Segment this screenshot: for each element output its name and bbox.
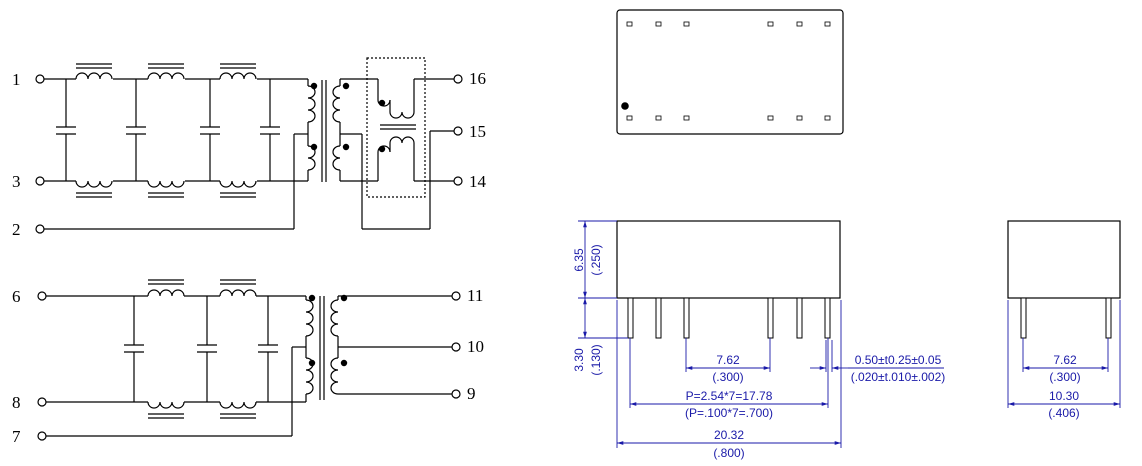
pin-9-terminal <box>451 389 461 399</box>
pin1-marker-dot <box>621 102 629 110</box>
capacitor <box>260 79 280 181</box>
lower-filter-circuit <box>37 279 461 441</box>
pin-label: 3 <box>12 172 21 191</box>
pin-label: 16 <box>469 69 486 88</box>
dim-row-spacing-inch: (.300) <box>712 370 743 384</box>
dim-pin-size-inch: (.020±t.010±.002) <box>851 370 946 384</box>
dim-pin-length-mm: 3.30 <box>572 348 586 372</box>
dimension-lines <box>578 220 1121 448</box>
pin-6-terminal <box>37 291 47 301</box>
pin-10-terminal <box>451 342 461 352</box>
pin-8-terminal <box>37 397 47 407</box>
package-top-view <box>616 9 844 135</box>
dim-pitch-inch: (P=.100*7=.700) <box>685 406 773 420</box>
pin-7-terminal <box>37 431 47 441</box>
capacitor <box>200 79 220 181</box>
pin-14-terminal <box>453 176 463 186</box>
package-front-view <box>616 220 841 339</box>
pin-label: 10 <box>467 337 484 356</box>
pin-label: 15 <box>469 122 486 141</box>
capacitor <box>197 296 217 402</box>
capacitor <box>124 296 144 402</box>
dim-pitch-mm: P=2.54*7=17.78 <box>686 389 773 403</box>
dim-length-inch: (.800) <box>713 446 744 460</box>
dim-width-mm: 10.30 <box>1049 389 1079 403</box>
dim-height-mm: 6.35 <box>572 248 586 272</box>
upper-filter-circuit <box>35 57 463 234</box>
dim-pin-size-mm: 0.50±t0.25±0.05 <box>855 353 942 367</box>
pin-label: 14 <box>469 172 487 191</box>
output-choke <box>377 78 454 229</box>
dim-side-spacing-mm: 7.62 <box>1053 353 1077 367</box>
pin-1-terminal <box>35 74 45 84</box>
pin-label: 11 <box>467 286 483 305</box>
pin-label: 8 <box>12 393 21 412</box>
dim-length-mm: 20.32 <box>714 428 744 442</box>
isolation-transformer <box>44 78 430 230</box>
pin-label: 2 <box>12 220 21 239</box>
pin-15-terminal <box>453 126 463 136</box>
pin-label: 7 <box>12 427 21 446</box>
dim-side-spacing-inch: (.300) <box>1049 370 1080 384</box>
dim-width-inch: (.406) <box>1048 406 1079 420</box>
pin-11-terminal <box>451 291 461 301</box>
pin-label: 6 <box>12 287 21 306</box>
dim-row-spacing-mm: 7.62 <box>716 353 740 367</box>
capacitor <box>126 79 146 181</box>
pin-2-terminal <box>35 224 45 234</box>
pin-label: 1 <box>12 70 21 89</box>
isolation-transformer <box>46 294 452 437</box>
capacitor <box>258 296 278 402</box>
dim-height-inch: (.250) <box>589 244 603 275</box>
pin-16-terminal <box>453 74 463 84</box>
package-side-view <box>1007 220 1121 339</box>
dim-pin-length-inch: (.130) <box>589 344 603 375</box>
pin-3-terminal <box>35 176 45 186</box>
dotted-enclosure <box>366 57 426 198</box>
pin-label: 9 <box>467 384 476 403</box>
capacitor <box>56 79 76 181</box>
